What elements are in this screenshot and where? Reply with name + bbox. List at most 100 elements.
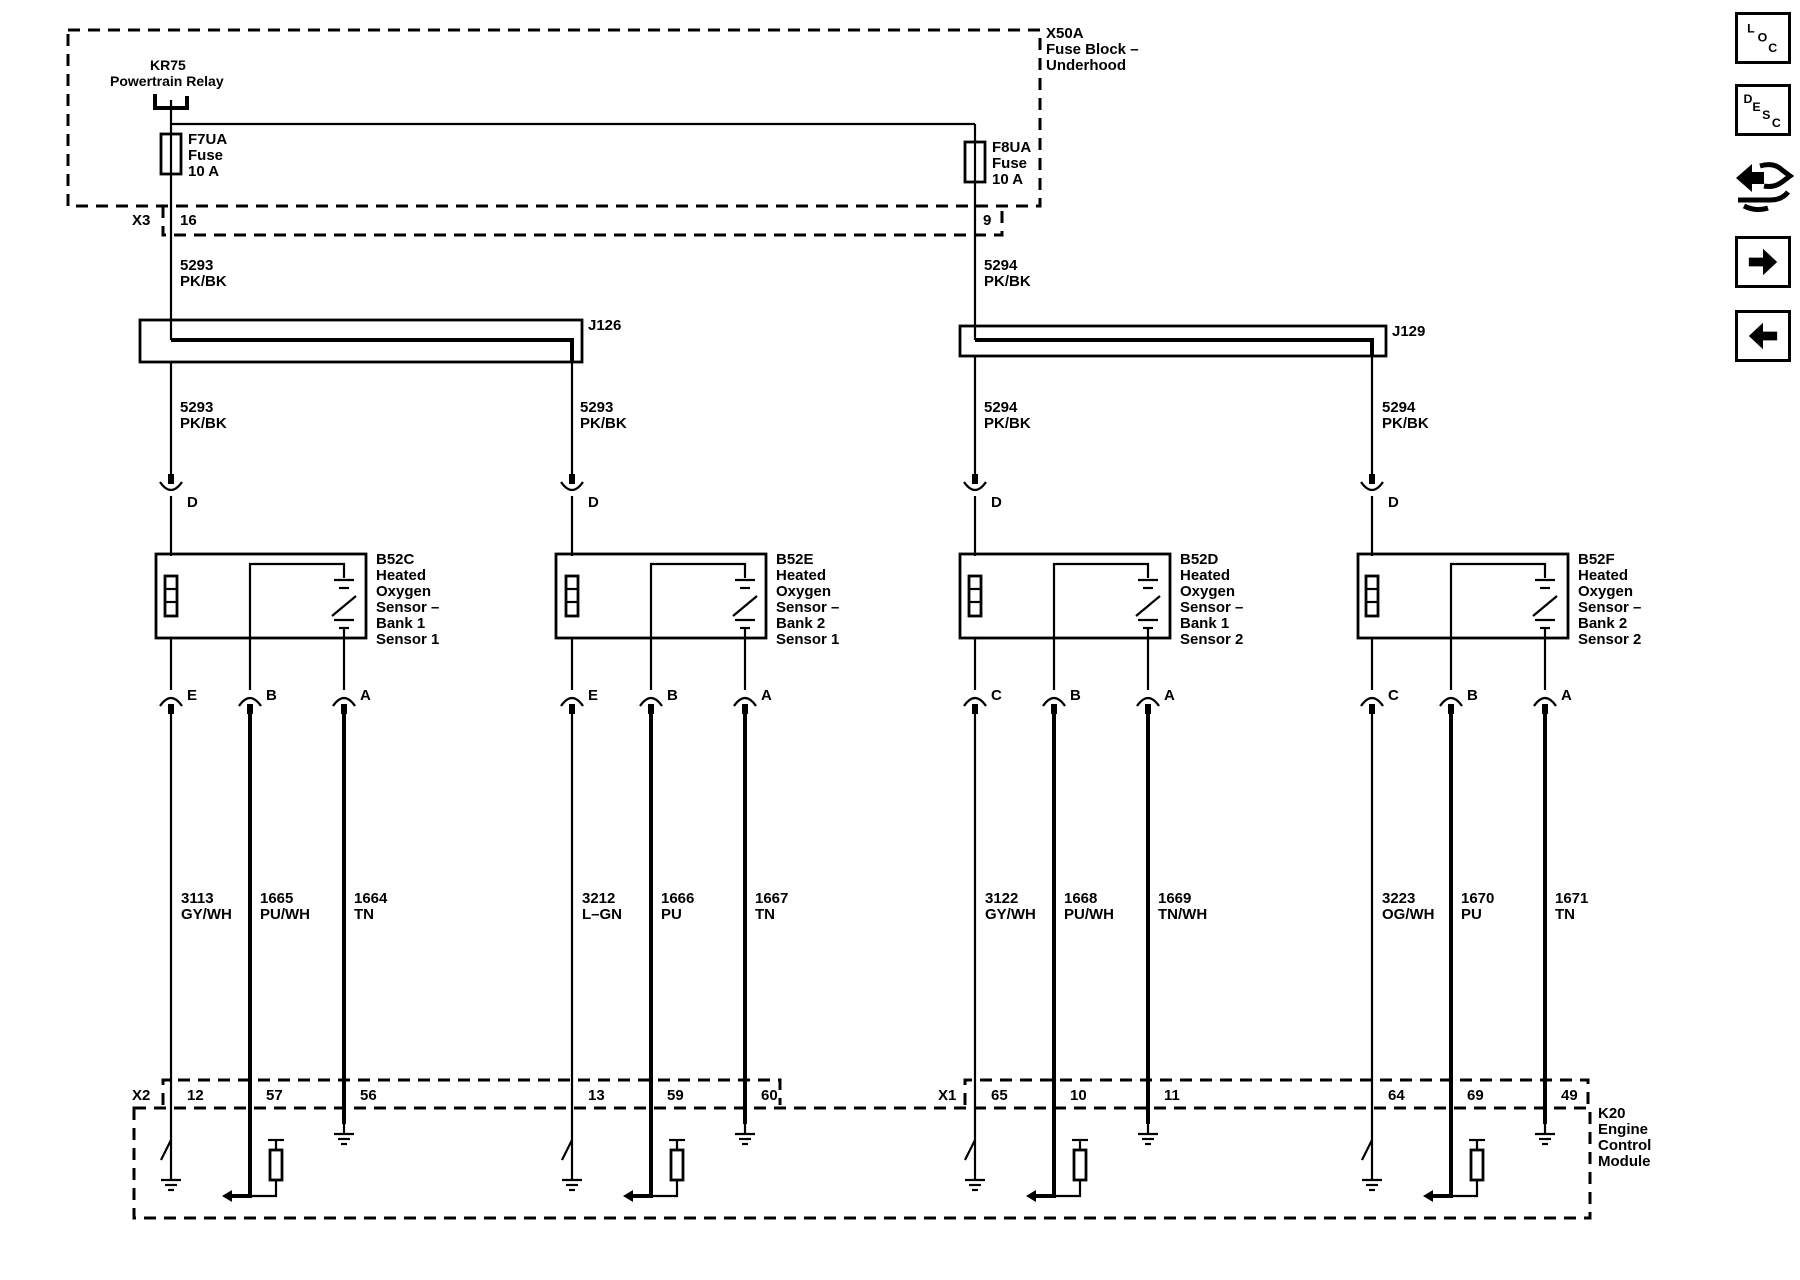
sensor-b52c-wire-1-color: PU/WH [260,906,310,923]
next-page-button[interactable] [1735,236,1791,288]
sensor-b52f-wire-0-ecm-pin: 64 [1388,1087,1405,1104]
sensor-b52d-label-2: Sensor – [1180,599,1243,616]
wire-5293-color: PK/BK [180,273,227,290]
sensor-b52c-wire-0-connector [159,696,183,707]
loc-icon: L O C [1747,22,1777,55]
powertrain-relay: KR75 Powertrain Relay [110,57,224,124]
connector-swap-icon [1736,162,1795,213]
supply-color-b52c: PK/BK [180,415,227,432]
sensor-b52c-ecm-switch [160,1139,172,1161]
description-button[interactable]: D E S C [1735,84,1791,136]
sensor-b52e-ecm-driver-arrow [623,1190,633,1202]
sensor-b52e-wire-1-connector-pin [648,704,654,714]
location-button[interactable]: L O C [1735,12,1791,64]
sensor-b52e-id: B52E [776,551,814,568]
sensor-b52f-wire-2-circuit: 1671 [1555,890,1588,907]
sensor-b52d-wire-2-ecm-pin: 11 [1164,1087,1180,1104]
sensor-b52f-wire-1-ecm-pin: 69 [1467,1087,1484,1104]
sensor-b52e-wire-0-pin-label: E [588,687,598,704]
sensor-b52f-heater [1364,574,1380,618]
sensor-b52e-cell-lead [649,562,747,638]
sensor-b52c-id: B52C [376,551,415,568]
sensor-b52e-ecm-resistor-lead [651,1180,679,1198]
sensor-b52f-ecm-driver-line [1433,1124,1453,1198]
sensor-b52f-ecm-switch [1361,1139,1373,1161]
supply-circuit-b52d: 5294 [984,399,1018,416]
svg-text:C: C [1772,116,1781,130]
sensor-b52e-wire-0-color: L–GN [582,906,622,923]
sensor-b52c-wire-0-pin-label: E [187,687,197,704]
sensor-b52f-wire-0-connector [1360,696,1384,707]
sensor-b52c-label-0: Heated [376,567,426,584]
previous-page-button[interactable] [1735,310,1791,362]
splice-j129: J129 [958,323,1425,358]
sensor-b52e-label-2: Sensor – [776,599,839,616]
sensor-b52d-wire-1-connector-pin [1051,704,1057,714]
sensor-b52f-box [1356,552,1570,640]
fuse-f8ua-label: Fuse [992,155,1027,172]
sensor-b52e-cell-diagonal [732,595,758,617]
sensor-b52c-wire-1-connector-pin [247,704,253,714]
sensor-b52f-label-2: Sensor – [1578,599,1641,616]
sensor-b52c-wire-2-ecm-pin: 56 [360,1087,377,1104]
sensor-b52c-ecm-resistor-lead [250,1180,278,1198]
connector-swap-button[interactable] [1730,152,1796,218]
sensor-b52d-wire-0-circuit: 3122 [985,890,1018,907]
sensor-b52f-wire-0-connector-pin [1369,704,1375,714]
sensor-b52f-wire-2-pin-label: A [1561,687,1572,704]
sensor-b52d-wire-2-connector-pin [1145,704,1151,714]
sensor-b52d-ecm-resistor [1072,1148,1088,1182]
sensor-b52d-wire-1-pin-label: B [1070,687,1081,704]
sensor-b52f-wire-1-circuit: 1670 [1461,890,1494,907]
supply-circuit-b52f: 5294 [1382,399,1416,416]
svg-text:S: S [1762,108,1770,122]
sensor-b52e-box [554,552,768,640]
sensor-b52e-ecm-switch [561,1139,573,1161]
sensor-b52c-wire-2-color: TN [354,906,374,923]
supply-circuit-b52c: 5293 [180,399,213,416]
sensor-b52d-cell-diagonal [1135,595,1161,617]
sensor-b52c-box [154,552,368,640]
sensor-b52c-cell-lead [248,562,346,638]
arrow-left-icon [1748,322,1778,350]
wire-5293-circuit: 5293 [180,257,213,274]
sensor-b52e-wire-1-connector [639,696,663,707]
ecm-label-1: Engine [1598,1121,1648,1138]
sensor-b52e-wire-2-pin-label: A [761,687,772,704]
arrow-right-icon [1748,248,1778,276]
sensor-b52c-label-4: Sensor 1 [376,631,439,648]
sensor-b52f-id: B52F [1578,551,1615,568]
sensor-b52c-cell-diagonal [331,595,357,617]
sensor-b52f-label-0: Heated [1578,567,1628,584]
sensor-b52c-pin-d-connector [159,481,183,492]
sensor-b52d-wire-2-color: TN/WH [1158,906,1207,923]
sensor-b52e-wire-1-ecm-pin: 59 [667,1087,684,1104]
sensor-b52f-cell-lead [1449,562,1547,638]
sensor-b52e-wire-1-color: PU [661,906,682,923]
connector-x3-id: X3 [132,212,150,229]
supply-color-b52f: PK/BK [1382,415,1429,432]
sensor-b52f-wire-1-color: PU [1461,906,1482,923]
sensor-b52d-ecm-driver-line [1036,1124,1056,1198]
supply-color-b52e: PK/BK [580,415,627,432]
sensor-b52d-wire-1-ecm-pin: 10 [1070,1087,1087,1104]
sensor-b52d-wire-0-connector-pin [972,704,978,714]
supply-color-b52d: PK/BK [984,415,1031,432]
sensor-b52f-label-4: Sensor 2 [1578,631,1641,648]
sensor-b52c-wire-0-connector-pin [168,704,174,714]
sensor-b52e-label-1: Oxygen [776,583,831,600]
sensor-b52e-ecm-driver-line [633,1124,653,1198]
sensor-b52c-heater [163,574,179,618]
sensor-b52c-label-3: Bank 1 [376,615,425,632]
sensor-b52e-pin-d-label: D [588,494,599,511]
sensor-b52e-pin-d-connector [560,481,584,492]
sensor-b52d-wire-1-connector [1042,696,1066,707]
sensor-b52e-label-0: Heated [776,567,826,584]
sensor-b52c-wire-2-circuit: 1664 [354,890,388,907]
sensor-b52e-wire-2-ecm-pin: 60 [761,1087,778,1104]
sensor-b52c-ecm-driver-arrow [222,1190,232,1202]
sensor-b52d-pin-d-connector-pin [972,474,978,484]
sensor-b52e-wire-0-circuit: 3212 [582,890,615,907]
sensor-b52e-wire-2-connector [733,696,757,707]
